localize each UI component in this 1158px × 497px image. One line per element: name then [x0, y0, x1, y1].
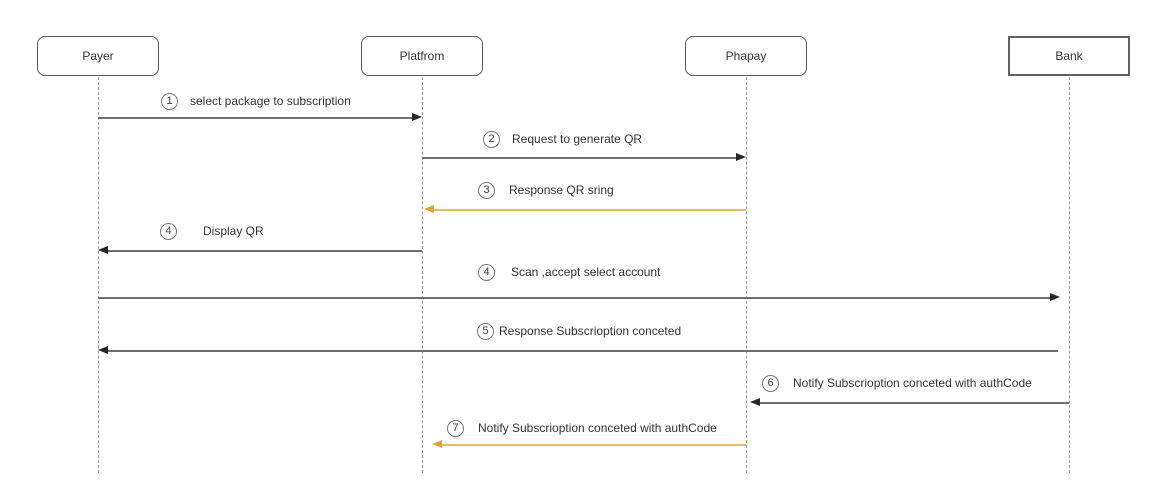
actor-box-payer: Payer [37, 36, 159, 76]
arrowhead-5 [1050, 293, 1060, 301]
message-label-8: 7 Notify Subscrioption conceted with auth… [447, 419, 717, 437]
message-line-8 [440, 444, 746, 446]
arrowhead-7 [750, 398, 760, 406]
actor-box-bank: Bank [1008, 36, 1130, 76]
message-text: Scan ,accept select account [511, 265, 661, 279]
message-number-badge: 5 [477, 322, 494, 340]
message-number-badge: 1 [161, 92, 178, 110]
arrowhead-4 [98, 246, 108, 254]
arrowhead-8 [432, 440, 442, 448]
actor-label: Bank [1055, 49, 1083, 63]
message-line-3 [432, 209, 746, 211]
message-line-1 [98, 117, 414, 119]
actor-label: Platfrom [399, 49, 445, 63]
message-label-4: 4 Display QR [160, 222, 264, 240]
message-text: Request to generate QR [512, 132, 643, 146]
message-label-5: 4 Scan ,accept select account [478, 263, 660, 281]
actor-label: Payer [82, 49, 114, 63]
message-number-badge: 7 [447, 419, 464, 437]
message-number-badge: 6 [762, 374, 779, 392]
message-text: select package to subscription [190, 94, 351, 108]
actor-label: Phapay [725, 49, 767, 63]
lifeline-payer [98, 77, 99, 473]
message-number-badge: 3 [478, 181, 495, 199]
message-line-4 [106, 250, 422, 252]
lifeline-bank [1069, 77, 1070, 473]
message-text: Display QR [203, 224, 264, 238]
message-number-badge: 4 [160, 222, 177, 240]
message-label-2: 2 Request to generate QR [483, 130, 642, 148]
arrowhead-2 [736, 153, 746, 161]
message-line-2 [422, 157, 738, 159]
message-line-5 [98, 297, 1052, 299]
message-label-3: 3 Response QR sring [478, 181, 614, 199]
actor-box-platfrom: Platfrom [361, 36, 483, 76]
actor-box-phapay: Phapay [685, 36, 807, 76]
arrowhead-3 [424, 205, 434, 213]
arrowhead-6 [98, 346, 108, 354]
message-line-6 [106, 350, 1058, 352]
message-text: Notify Subscrioption conceted with authC… [478, 421, 717, 435]
message-text: Response QR sring [509, 183, 614, 197]
message-label-7: 6 Notify Subscrioption conceted with auth… [762, 374, 1032, 392]
message-number-badge: 4 [478, 263, 495, 281]
message-text: Notify Subscrioption conceted with authC… [793, 376, 1032, 390]
message-number-badge: 2 [483, 130, 500, 148]
message-line-7 [758, 402, 1069, 404]
message-text: Response Subscrioption conceted [499, 324, 682, 338]
message-label-6: 5 Response Subscrioption conceted [477, 322, 681, 340]
lifeline-platfrom [422, 77, 423, 473]
lifeline-phapay [746, 77, 747, 473]
arrowhead-1 [412, 113, 422, 121]
message-label-1: 1 select package to subscription [161, 92, 351, 110]
